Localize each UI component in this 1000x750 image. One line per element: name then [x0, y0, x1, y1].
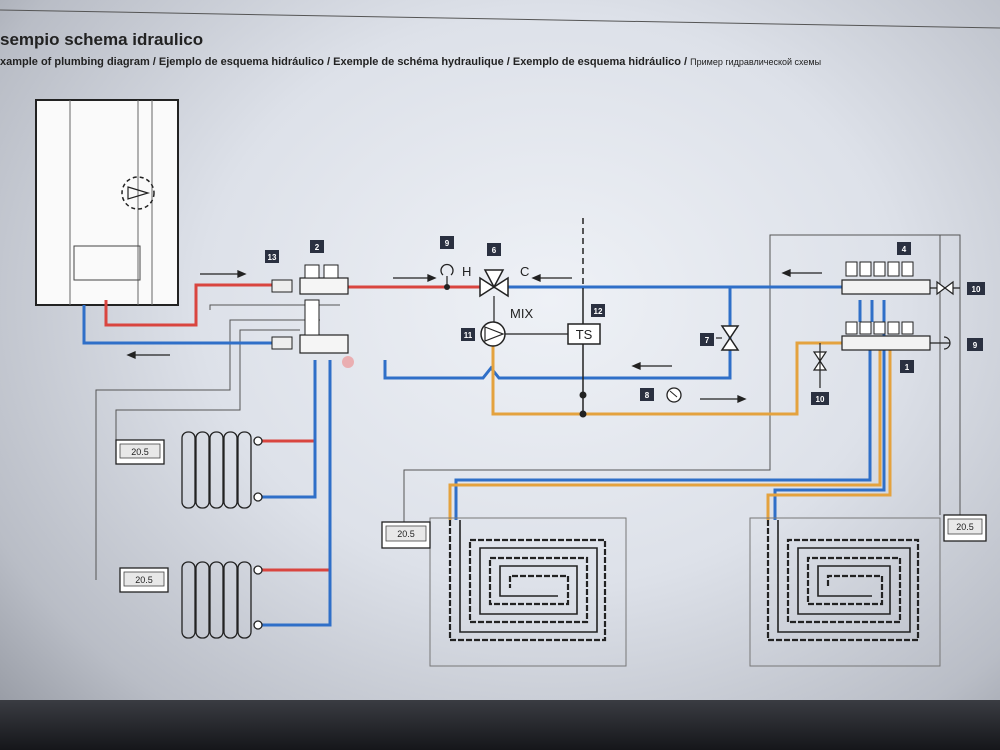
badge-6: 6 [487, 243, 501, 256]
badge-7: 7 [700, 333, 714, 346]
svg-text:20.5: 20.5 [131, 447, 149, 457]
radiator-lower [181, 561, 263, 639]
ts-sensor-box [567, 323, 601, 345]
cold-pipes [82, 285, 886, 627]
boiler [35, 99, 179, 306]
flow-arrows [126, 269, 822, 403]
svg-text:8: 8 [645, 391, 650, 400]
boiler-pump-icon [121, 176, 155, 210]
floor-zone-right [749, 517, 941, 667]
cold-label: C [520, 264, 529, 279]
boiler-manifold [271, 264, 354, 368]
badge-9: 9 [440, 236, 454, 249]
diagram-subtitle: xample of plumbing diagram / Ejemplo de … [0, 56, 821, 68]
subtitle-multilingual: xample of plumbing diagram / Ejemplo de … [0, 56, 688, 68]
control-wiring [95, 234, 961, 580]
floor-manifold-return [841, 321, 931, 351]
svg-text:20.5: 20.5 [956, 522, 974, 532]
radiator-upper [181, 431, 263, 509]
badge-2: 2 [310, 240, 324, 253]
thermostat-4: 20.5 [943, 514, 987, 542]
bypass-valve [716, 325, 740, 351]
manifold-drain-valve [930, 280, 960, 296]
svg-text:11: 11 [464, 331, 473, 340]
return-valve [812, 343, 828, 388]
svg-text:10: 10 [816, 395, 825, 404]
photo-bottom-shadow [0, 700, 1000, 750]
mix-label: MIX [510, 306, 533, 321]
thermostat-1: 20.5 [115, 439, 165, 465]
badge-12: 12 [591, 304, 605, 317]
thermostat-3: 20.5 [381, 521, 431, 549]
floor-pipes [448, 341, 892, 520]
badge-10-lower: 10 [811, 392, 829, 405]
svg-text:9: 9 [445, 239, 450, 248]
badge-13: 13 [265, 250, 279, 263]
svg-text:13: 13 [268, 253, 277, 262]
badge-4: 4 [897, 242, 911, 255]
svg-text:9: 9 [973, 341, 978, 350]
hot-label: H [462, 264, 471, 279]
svg-text:1: 1 [905, 363, 910, 372]
badge-11: 11 [461, 328, 475, 341]
svg-text:4: 4 [902, 245, 907, 254]
diagram-title: sempio schema idraulico [0, 30, 204, 49]
badge-10-right: 10 [967, 282, 985, 295]
circulation-pump [480, 321, 568, 347]
floor-zone-left [429, 517, 627, 667]
manifold-vent-icon [930, 336, 951, 350]
floor-manifold-supply [841, 261, 931, 295]
temperature-sensor-icon [440, 263, 454, 276]
svg-text:2: 2 [315, 243, 320, 252]
badge-8: 8 [640, 388, 654, 401]
page-border-line [0, 9, 1000, 29]
svg-text:20.5: 20.5 [397, 529, 415, 539]
badge-1: 1 [900, 360, 914, 373]
svg-text:10: 10 [972, 285, 981, 294]
svg-text:7: 7 [705, 336, 710, 345]
thermostat-2: 20.5 [119, 567, 169, 593]
svg-text:6: 6 [492, 246, 497, 255]
svg-text:20.5: 20.5 [135, 575, 153, 585]
subtitle-russian: Пример гидравлической схемы [690, 57, 822, 67]
svg-text:12: 12 [594, 307, 603, 316]
ts-label: TS [576, 327, 593, 342]
three-way-valve [479, 269, 509, 322]
hot-pipes [104, 283, 480, 572]
badge-9-right: 9 [967, 338, 983, 351]
